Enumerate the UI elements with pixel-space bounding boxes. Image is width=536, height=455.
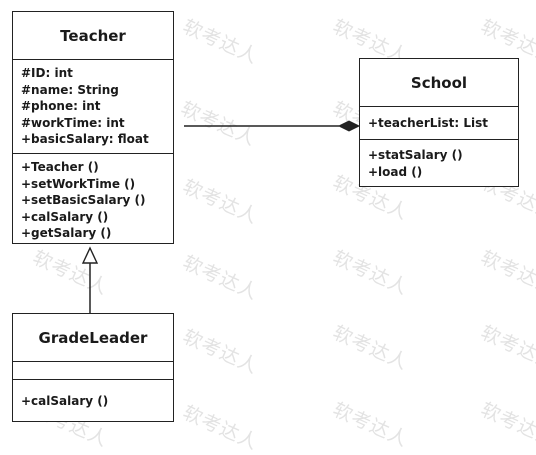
teacher-class: Teacher #ID: int #name: String #phone: int… [12,11,174,244]
teacher-attributes: #ID: int #name: String #phone: int#workTim… [13,60,173,154]
class-member: +setBasicSalary () [21,193,146,208]
class-member: +calSalary () [21,209,109,224]
class-member: +calSalary () [21,394,109,408]
relationship-connectors [81,120,361,313]
school-operations: +statSalary () +load () [360,140,518,184]
class-member: #ID: int [21,66,73,80]
class-member: +getSalary () [21,226,112,241]
class-member: #name: String [21,82,119,97]
gradeleader-class-name: GradeLeader [13,314,173,362]
class-member: +teacherList: List [368,116,488,130]
teacher-operations: +Teacher () +setWorkTime () +setBasicSalar… [13,154,173,246]
teacher-class-name: Teacher [13,12,173,60]
school-attributes: +teacherList: List [360,107,518,140]
school-class: School +teacherList: List +statSalary ()… [359,58,519,187]
class-member: +basicSalary: float [21,132,149,147]
generalization-triangle [81,246,99,264]
gradeleader-class: GradeLeader +calSalary () [12,313,174,422]
class-member: +setWorkTime () [21,176,136,191]
composition-diamond [337,120,361,132]
class-member: #phone: int [21,99,101,114]
gradeleader-operations: +calSalary () [13,380,173,414]
gradeleader-attributes [13,362,173,380]
class-member: +load () [368,164,423,179]
class-member: #workTime: int [21,115,125,130]
class-member: +statSalary () [368,148,463,162]
class-member: +Teacher () [21,160,99,174]
school-class-name: School [360,59,518,107]
